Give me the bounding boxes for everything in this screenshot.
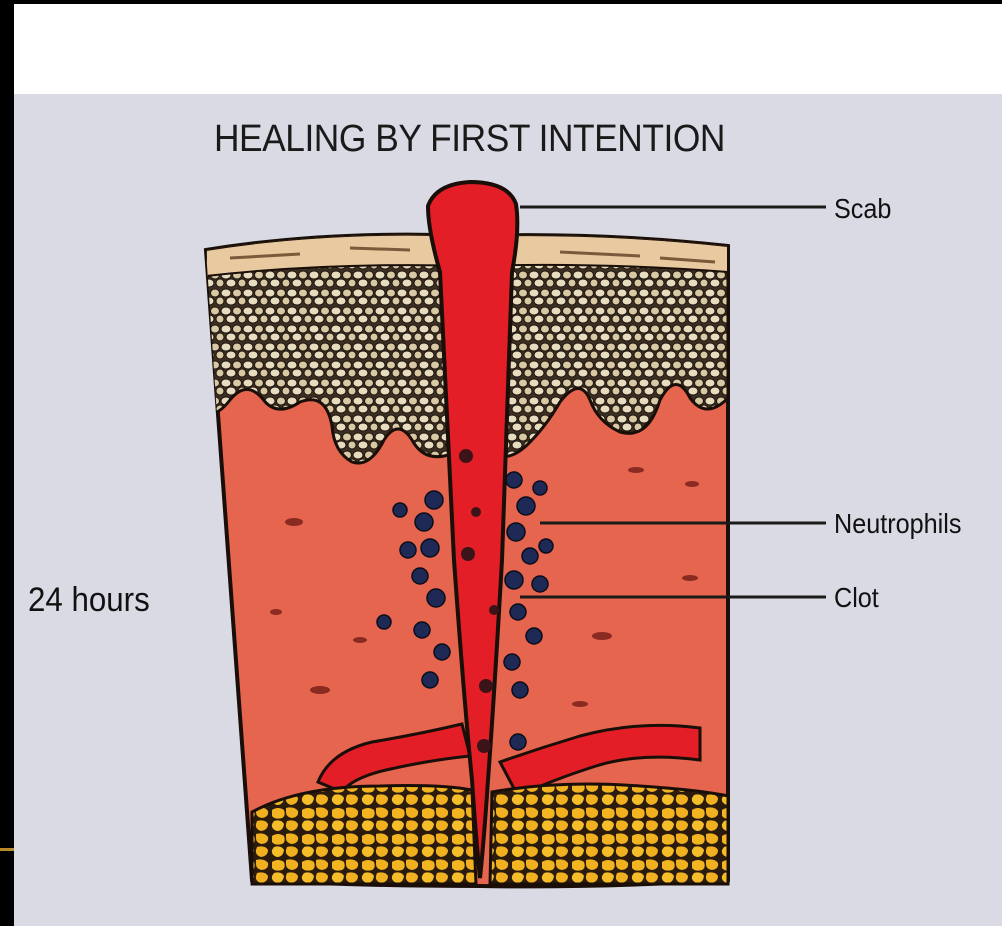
clot-label: Clot [834,582,879,614]
diagram-title: HEALING BY FIRST INTENTION [214,118,725,161]
fat-layer-left [252,786,476,885]
skin-section [206,182,728,886]
time-label: 24 hours [28,581,150,620]
scab-label: Scab [834,193,891,225]
fat-layer-right [490,784,728,884]
neutrophils-label: Neutrophils [834,508,961,540]
